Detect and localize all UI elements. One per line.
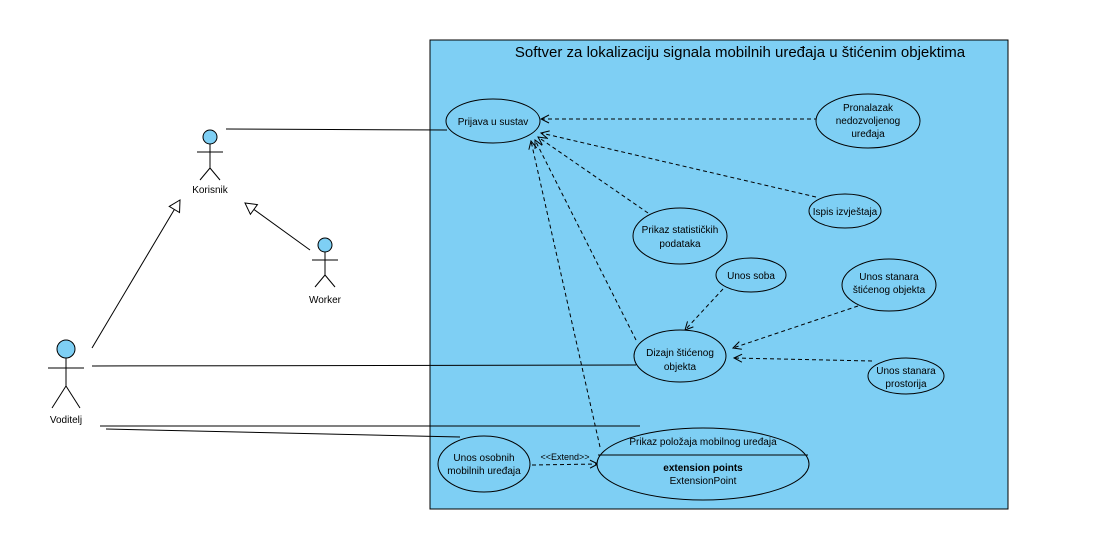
usecase-prijava[interactable]: Prijava u sustav <box>445 98 541 144</box>
actor-worker[interactable]: Worker <box>309 237 342 306</box>
usecase-prikaz-polozaja[interactable]: Prikaz položaja mobilnog uređaja extensi… <box>596 427 810 501</box>
usecase-unos-stanara-prostorija[interactable]: Unos stanara prostorija <box>867 357 945 395</box>
actor-worker-label: Worker <box>309 295 342 306</box>
actor-korisnik-leg-left <box>199 167 211 181</box>
actor-voditelj[interactable]: Voditelj <box>48 339 84 426</box>
usecase-unos-stanara-objekta[interactable]: Unos stanara štićenog objekta <box>841 258 937 312</box>
usecase-unos-osobnih-ellipse <box>437 435 531 493</box>
association-voditelj-dizajn <box>91 364 637 367</box>
usecase-pronalazak-label-3: uređaja <box>851 129 885 140</box>
usecase-unos-soba-label: Unos soba <box>727 271 775 282</box>
dependency-statistika-prijava <box>538 137 649 214</box>
usecase-statistika-ellipse <box>632 207 728 265</box>
association-voditelj-unos-osobnih <box>105 428 461 438</box>
usecase-prijava-ellipse <box>445 98 541 144</box>
dependency-unos-soba-dizajn <box>685 288 724 330</box>
generalizations <box>91 199 311 349</box>
usecase-unos-stanara-prostorija-label-1: Unos stanara <box>876 366 936 377</box>
usecase-unos-soba[interactable]: Unos soba <box>715 257 787 293</box>
usecase-pronalazak[interactable]: Pronalazak nedozvoljenog uređaja <box>815 93 921 149</box>
system-title: Softver za lokalizaciju signala mobilnih… <box>515 44 966 61</box>
usecase-unos-stanara-objekta-label-2: štićenog objekta <box>853 285 926 296</box>
usecase-ispis-ellipse <box>808 193 882 229</box>
actor-worker-head <box>317 237 333 253</box>
actor-korisnik[interactable]: Korisnik <box>192 129 229 196</box>
usecase-prikaz-polozaja-label: Prikaz položaja mobilnog uređaja <box>629 437 777 448</box>
usecase-ispis[interactable]: Ispis izvještaja <box>808 193 882 229</box>
dependency-prikaz-polozaja-prijava <box>531 141 601 448</box>
actor-korisnik-head <box>202 129 218 145</box>
usecase-unos-osobnih-label-2: mobilnih uređaja <box>447 466 521 477</box>
usecase-ispis-label: Ispis izvještaja <box>813 207 878 218</box>
usecase-unos-stanara-objekta-ellipse <box>841 258 937 312</box>
dependencies: <<Extend>> <box>531 119 873 465</box>
usecase-unos-stanara-prostorija-label-2: prostorija <box>885 379 927 390</box>
dependency-unos-stanara-pros-dizajn <box>734 358 873 361</box>
association-korisnik-prijava <box>225 128 448 131</box>
dependency-ispis-prijava <box>541 133 817 198</box>
usecase-dizajn-ellipse <box>633 329 727 383</box>
actor-worker-leg-right <box>324 274 336 288</box>
actor-korisnik-leg-right <box>209 167 221 181</box>
usecase-prikaz-polozaja-ellipse <box>596 427 810 501</box>
usecase-unos-soba-ellipse <box>715 257 787 293</box>
actor-voditelj-label: Voditelj <box>50 415 82 426</box>
usecase-statistika[interactable]: Prikaz statističkih podataka <box>632 207 728 265</box>
usecase-unos-stanara-objekta-label-1: Unos stanara <box>859 272 919 283</box>
generalization-worker-korisnik <box>244 202 311 251</box>
usecase-statistika-label-1: Prikaz statističkih <box>642 225 719 236</box>
actor-voditelj-leg-right <box>65 385 81 409</box>
usecase-pronalazak-ellipse <box>815 93 921 149</box>
usecase-dizajn-label-2: objekta <box>664 362 697 373</box>
actor-korisnik-label: Korisnik <box>192 185 229 196</box>
usecase-pronalazak-label-2: nedozvoljenog <box>836 116 901 127</box>
extend-label: <<Extend>> <box>540 452 589 462</box>
usecase-prikaz-polozaja-compartment-title: extension points <box>663 463 743 474</box>
usecase-dizajn-label-1: Dizajn štićenog <box>646 348 714 359</box>
usecase-unos-osobnih-label-1: Unos osobnih <box>453 453 514 464</box>
usecase-unos-stanara-prostorija-ellipse <box>867 357 945 395</box>
usecase-pronalazak-label-1: Pronalazak <box>843 103 894 114</box>
dependency-dizajn-prijava <box>535 140 637 341</box>
usecase-prikaz-polozaja-compartment-item: ExtensionPoint <box>670 476 737 487</box>
usecase-prijava-label: Prijava u sustav <box>458 117 529 128</box>
actor-worker-leg-left <box>314 274 326 288</box>
usecase-unos-osobnih[interactable]: Unos osobnih mobilnih uređaja <box>437 435 531 493</box>
actor-voditelj-head <box>56 339 76 359</box>
actor-voditelj-leg-left <box>51 385 67 409</box>
associations <box>91 128 640 438</box>
dependency-unos-stanara-obj-dizajn <box>733 305 859 348</box>
usecase-dizajn[interactable]: Dizajn štićenog objekta <box>633 329 727 383</box>
usecase-statistika-label-2: podataka <box>659 239 701 250</box>
generalization-voditelj-korisnik <box>91 199 181 349</box>
